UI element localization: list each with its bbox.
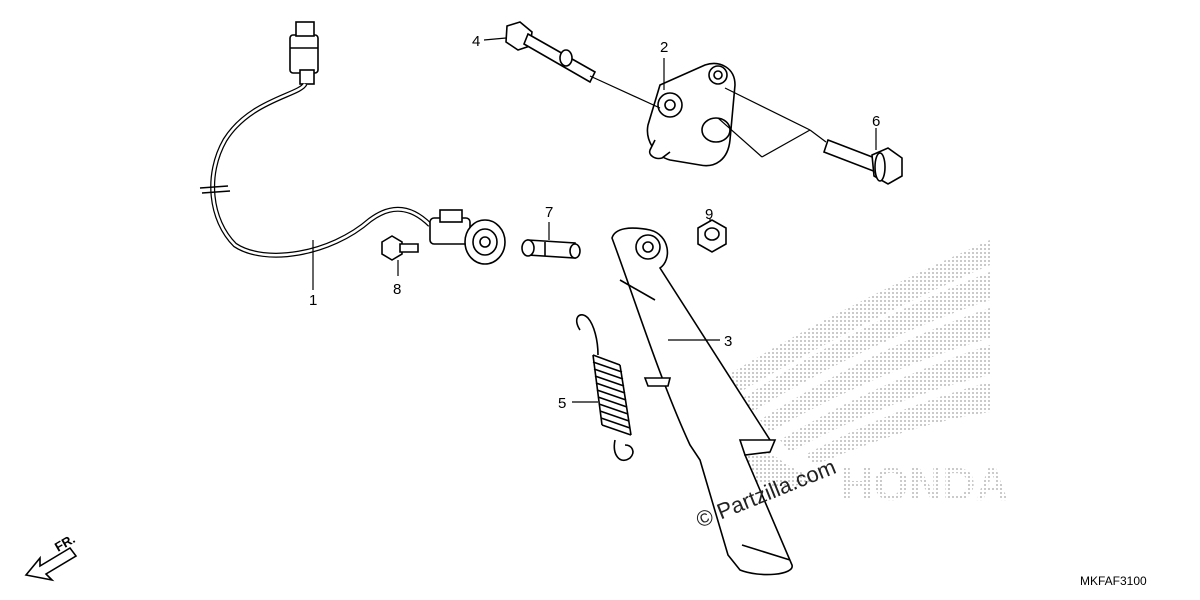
diagram-code: MKFAF3100 [1080,574,1147,588]
callout-7: 7 [545,204,553,221]
switch-bracket-icon [646,62,736,167]
side-stand-switch-harness-icon [199,21,506,265]
direction-label: FR. [52,531,78,554]
callout-1: 1 [309,292,317,309]
callout-2: 2 [660,39,668,56]
tension-spring-icon [575,314,634,462]
callout-9: 9 [705,206,713,223]
callout-3: 3 [724,333,732,350]
pivot-bolt-icon [505,21,597,84]
assembly-lines [312,37,877,403]
callout-5: 5 [558,395,566,412]
callout-6: 6 [872,113,880,130]
brand-logo-text: HONDA [840,458,1009,510]
spring-collar-icon [521,239,581,259]
side-stand-bar-icon [611,227,793,576]
lock-nut-icon [697,219,727,253]
front-direction-arrow-icon: FR. [24,531,78,582]
callout-4: 4 [472,33,480,50]
flange-bolt-icon [822,138,903,185]
callout-8: 8 [393,281,401,298]
small-bolt-icon [381,235,419,261]
